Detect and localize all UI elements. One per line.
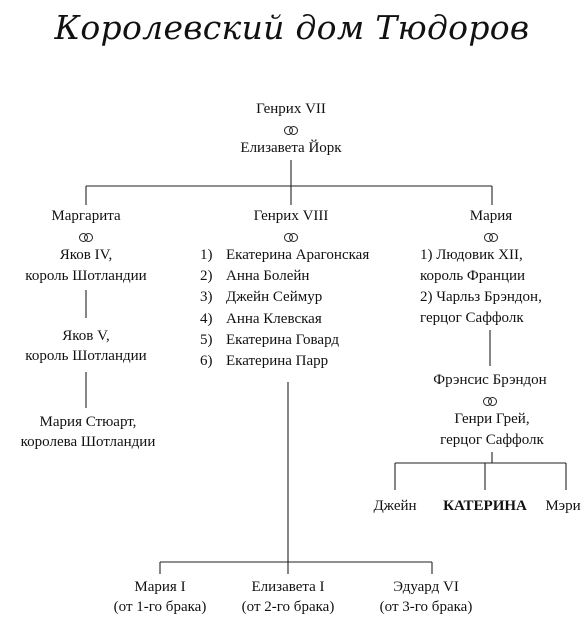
james-iv-line2: король Шотландии [25,268,147,284]
margaret: Маргарита [51,208,121,224]
wife-list-item: 2)Анна Болейн [200,268,310,284]
louis-xii-line1: 1) Людовик XII, [420,247,523,263]
mary-grey: Мэри [545,498,581,514]
charles-brandon-line2: герцог Саффолк [420,310,524,326]
henry-grey-line1: Генри Грей, [454,411,530,427]
louis-xii-line2: король Франции [420,268,526,284]
mary-i-name: Мария I [134,579,186,595]
elizabeth-of-york: Елизавета Йорк [240,140,342,156]
henry-viii: Генрих VIII [253,208,329,224]
wife-list-item: 5)Екатерина Говард [200,332,339,348]
wife-list-item: 3)Джейн Сеймур [200,289,323,305]
edward-vi-name: Эдуард VI [393,579,459,595]
marriage-rings-icon [484,232,498,242]
marriage-rings-icon [284,125,298,135]
james-iv-line1: Яков IV, [59,247,113,263]
marriage-rings-icon [483,396,497,406]
frances-brandon: Фрэнсис Брэндон [433,372,547,388]
edward-vi-note: (от 3-го брака) [379,599,473,615]
james-v-line1: Яков V, [62,328,110,344]
james-v-line2: король Шотландии [25,348,147,364]
diagram-title: Королевский дом Тюдоров [54,8,530,47]
henry-grey-line2: герцог Саффолк [440,432,544,448]
katherine-grey: КАТЕРИНА [443,498,527,514]
elizabeth-i-note: (от 2-го брака) [241,599,335,615]
wife-list-item: 4)Анна Клевская [200,311,322,327]
charles-brandon-line1: 2) Чарльз Брэндон, [420,289,542,305]
marriage-rings-icon [284,232,298,242]
wife-list-item: 6)Екатерина Парр [200,353,329,369]
mary-i-note: (от 1-го брака) [113,599,207,615]
elizabeth-i-name: Елизавета I [251,579,325,595]
mary-tudor: Мария [469,208,513,224]
mary-stuart-line2: королева Шотландии [20,434,156,450]
marriage-rings-icon [79,232,93,242]
henry-vii: Генрих VII [256,101,326,117]
mary-stuart-line1: Мария Стюарт, [39,414,137,430]
jane-grey: Джейн [373,498,417,514]
wife-list-item: 1)Екатерина Арагонская [200,247,370,263]
